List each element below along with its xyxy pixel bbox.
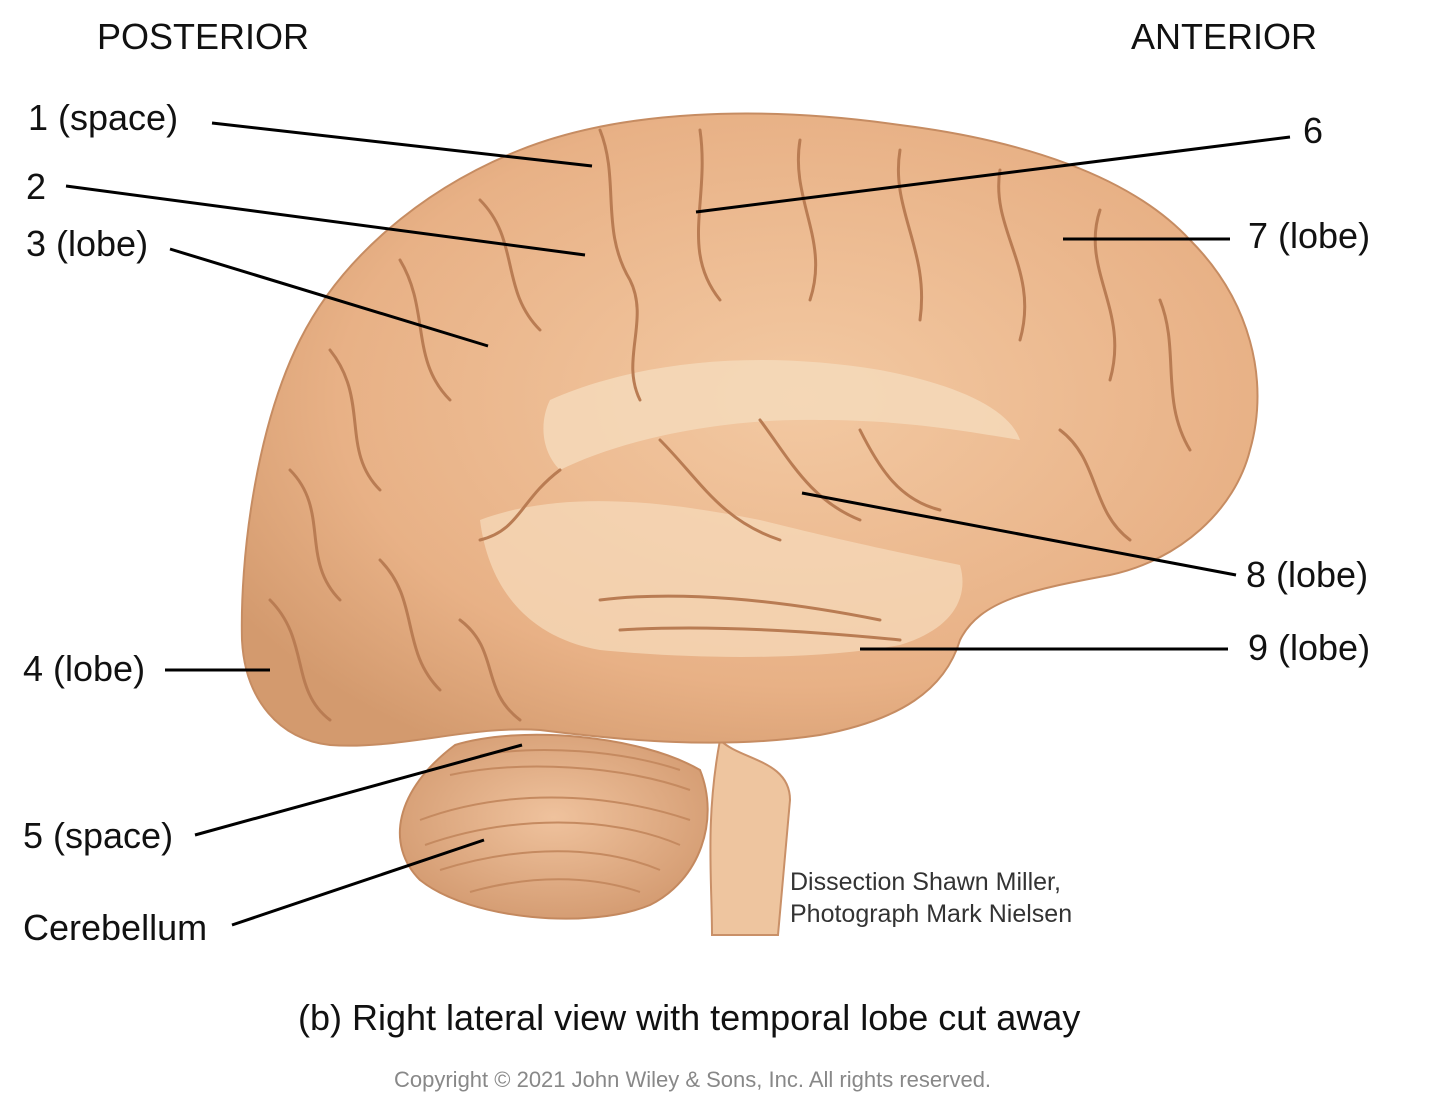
brainstem — [709, 737, 792, 936]
posterior-label: POSTERIOR — [97, 16, 310, 57]
leader-line-5 — [194, 743, 523, 837]
leader-line-8 — [801, 491, 1237, 577]
label-4: 4 (lobe) — [23, 648, 146, 689]
label-9: 9 (lobe) — [1248, 627, 1371, 668]
credit-line-1: Dissection Shawn Miller, — [790, 868, 1061, 896]
cerebrum — [240, 112, 1259, 747]
leader-line-3 — [169, 247, 489, 348]
leader-line-cerebellum — [231, 838, 485, 927]
leader-lines — [65, 121, 1291, 927]
label-7: 7 (lobe) — [1248, 215, 1371, 256]
figure-caption: (b) Right lateral view with temporal lob… — [298, 997, 1081, 1038]
label-5: 5 (space) — [23, 815, 174, 856]
label-3: 3 (lobe) — [26, 223, 149, 264]
anterior-label: ANTERIOR — [1131, 16, 1318, 57]
label-6: 6 — [1303, 110, 1324, 151]
white-matter-band — [543, 360, 1020, 470]
label-1: 1 (space) — [28, 97, 179, 138]
leader-line-1 — [211, 121, 593, 168]
credit-line-2: Photograph Mark Nielsen — [790, 900, 1073, 928]
label-8: 8 (lobe) — [1246, 554, 1369, 595]
white-matter-lower — [480, 501, 963, 657]
sulci — [268, 128, 1192, 722]
label-cerebellum: Cerebellum — [23, 907, 208, 948]
leader-line-2 — [65, 184, 586, 257]
label-2: 2 — [26, 166, 47, 207]
cerebellum-folia — [419, 749, 691, 893]
copyright-notice: Copyright © 2021 John Wiley & Sons, Inc.… — [394, 1067, 992, 1092]
cerebellum — [398, 733, 709, 920]
leader-line-6 — [695, 135, 1291, 214]
